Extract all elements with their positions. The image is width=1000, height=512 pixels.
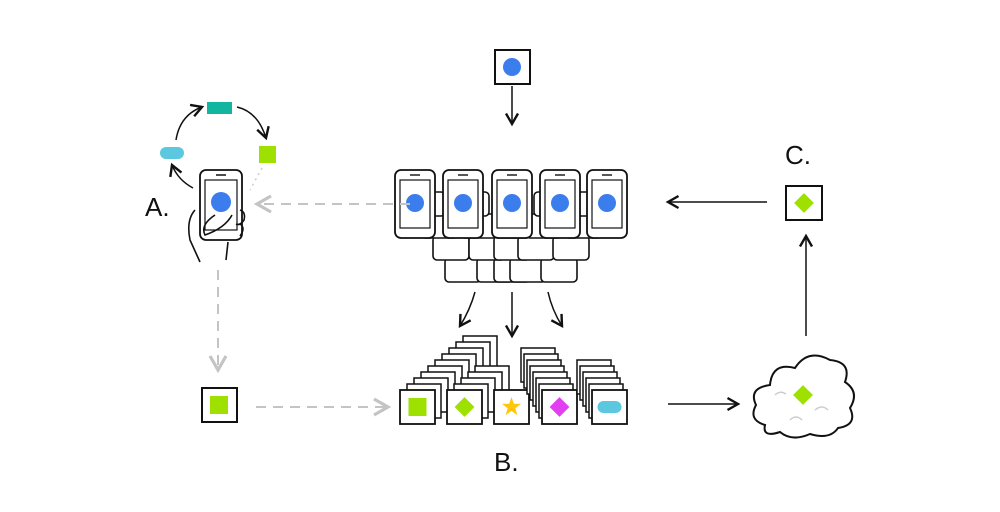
cycle-teal-rect	[207, 102, 232, 114]
phone-back	[552, 235, 590, 261]
model-dot	[454, 194, 472, 212]
phone-front	[394, 169, 436, 239]
model-dot	[503, 194, 521, 212]
cloud-icon	[752, 354, 855, 439]
label-c: C.	[785, 140, 811, 170]
model-dot	[598, 194, 616, 212]
phone-front	[491, 169, 533, 239]
cycle-arrow-2	[236, 106, 270, 141]
phone-back	[444, 257, 482, 283]
phone-front	[442, 169, 484, 239]
phone-front	[586, 169, 628, 239]
arrow-fan-right	[547, 291, 564, 329]
update-card-pill	[576, 359, 628, 425]
label-b: B.	[494, 447, 519, 477]
model-dot	[551, 194, 569, 212]
phone-back	[432, 235, 470, 261]
arrow-fan-left	[458, 291, 476, 329]
cycle-group	[160, 102, 276, 191]
label-a: A.	[145, 192, 170, 222]
cycle-lime-square	[259, 146, 276, 163]
hand-phone-icon	[188, 169, 246, 263]
local-update-card	[201, 387, 238, 423]
update-card-diamond	[520, 347, 578, 425]
device-fleet	[394, 169, 628, 283]
cycle-arrow-1	[175, 103, 205, 141]
update-card-star	[493, 389, 530, 425]
model-dot	[406, 194, 424, 212]
phone-front	[539, 169, 581, 239]
global-model-card	[494, 49, 531, 85]
phone-back	[540, 257, 578, 283]
cycle-cyan-pill	[160, 147, 184, 159]
update-cards	[399, 335, 628, 425]
cycle-arrow-3	[169, 162, 194, 189]
improved-model-card	[785, 185, 823, 221]
phone-back	[517, 235, 555, 261]
